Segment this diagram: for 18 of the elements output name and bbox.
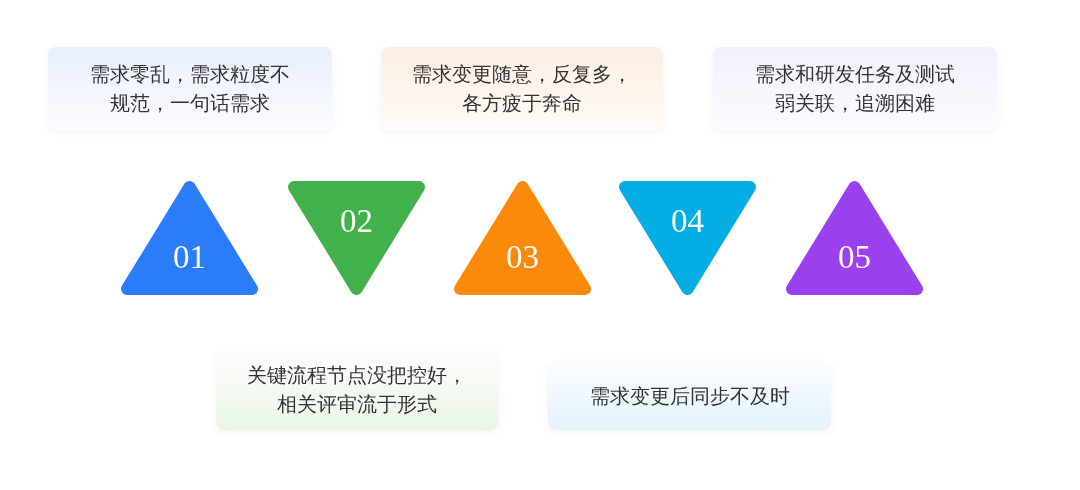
down-triangle (287, 180, 426, 296)
up-triangle (453, 180, 592, 296)
down-triangle (618, 180, 757, 296)
card-text: 需求零乱，需求粒度不规范，一句话需求 (89, 60, 291, 117)
step-number: 04 (670, 205, 705, 238)
card-text: 需求和研发任务及测试弱关联，追溯困难 (754, 60, 956, 117)
up-triangle (120, 180, 259, 296)
text-card (216, 350, 498, 430)
step-number: 02 (339, 205, 374, 238)
card-text: 关键流程节点没把控好，相关评审流于形式 (246, 362, 468, 418)
text-card (548, 363, 831, 430)
text-card (381, 47, 663, 130)
up-triangle (785, 180, 924, 296)
card-text: 需求变更后同步不及时 (588, 383, 791, 410)
step-number: 03 (505, 241, 540, 274)
step-number: 05 (837, 241, 872, 274)
step-number: 01 (172, 241, 207, 274)
card-text: 需求变更随意，反复多，各方疲于奔命 (411, 60, 633, 117)
